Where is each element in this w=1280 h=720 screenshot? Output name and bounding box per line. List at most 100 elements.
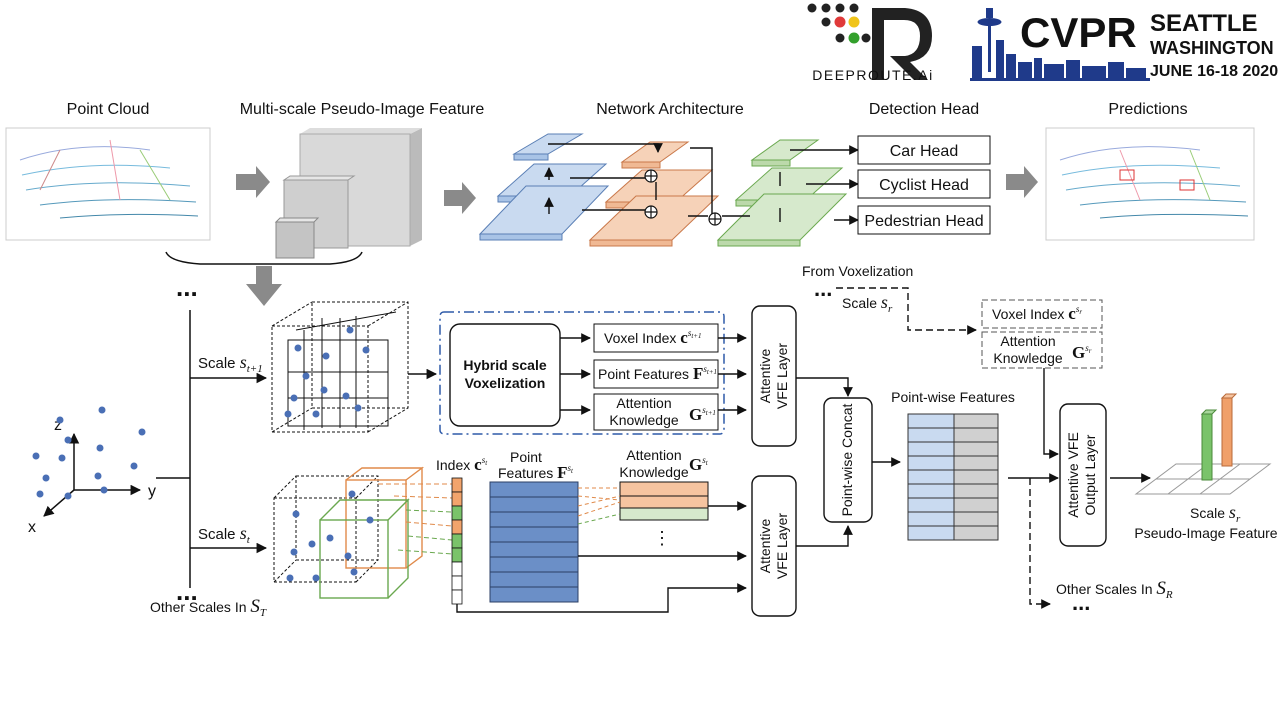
input-points <box>32 406 146 500</box>
bottom-ellipsis: ... <box>176 576 198 606</box>
from-voxelization-label: From Voxelization <box>802 263 913 279</box>
attention-r-to-output <box>1043 368 1059 459</box>
seattle-skyline-icon <box>970 8 1150 81</box>
car-head-box <box>857 135 991 165</box>
car-head-label: Car Head <box>890 143 958 160</box>
from-voxelization-line <box>836 287 977 335</box>
point-label: Point <box>510 449 542 465</box>
axis-x-label: x <box>28 519 36 536</box>
to-vfe-upper <box>718 333 747 415</box>
attention-vdots: ⋮ <box>653 528 671 548</box>
knowledge-label-lower: Knowledge <box>619 464 688 480</box>
mapping-lines <box>378 483 453 555</box>
pseudo-image-bars <box>1200 393 1238 481</box>
to-concat <box>796 377 901 547</box>
cvpr-logo: CVPR SEATTLE WASHINGTON JUNE 16-18 2020 <box>970 8 1278 81</box>
detection-heads: Car Head Cyclist Head Pedestrian Head <box>857 135 991 235</box>
voxel-index-box <box>593 323 719 353</box>
scale-t1-label: Scale st+1 <box>198 352 263 375</box>
hybrid-frame <box>439 311 725 435</box>
to-output <box>1008 473 1059 609</box>
point-wise-concat-box <box>823 397 873 523</box>
g-symbol-lower: Gst <box>689 455 709 474</box>
hybrid-outputs <box>560 333 591 415</box>
other-scales-t-label: Other Scales In ST <box>150 596 267 619</box>
logo-dots <box>807 3 871 44</box>
point-features-box <box>593 359 719 389</box>
knowledge-r-line: Knowledge <box>993 350 1062 366</box>
vfe-upper-label: AttentiveVFE Layer <box>757 343 790 409</box>
predictions-title: Predictions <box>1108 101 1187 118</box>
cvpr-state: WASHINGTON <box>1150 38 1274 58</box>
gray-down-arrow <box>246 266 282 306</box>
network-architecture-title: Network Architecture <box>596 101 744 118</box>
hybrid-label-1: Hybrid scale <box>463 357 546 373</box>
features-label: Features Fst <box>498 463 574 482</box>
voxel-index-r-text: Voxel Index csr <box>992 304 1082 323</box>
voxel-index-r-box <box>981 299 1103 329</box>
predictions-image <box>1045 127 1255 241</box>
cvpr-city: SEATTLE <box>1150 10 1258 37</box>
cyclist-head-box <box>857 169 991 199</box>
voxel-grid-lower <box>273 466 425 599</box>
attention-line: Attention <box>616 395 671 411</box>
g-symbol-r: Gsr <box>1072 343 1092 362</box>
vfe-output-label: Attentive VFEOutput Layer <box>1065 432 1098 518</box>
gray-arrow-1 <box>236 166 270 198</box>
network-architecture <box>478 133 859 247</box>
scale-r-label: Scale sr <box>842 292 893 315</box>
top-ellipsis: ... <box>176 272 198 302</box>
other-scales-r-label: Other Scales In SR <box>1056 578 1173 601</box>
axis-y-label: y <box>148 483 156 500</box>
attention-label-lower: Attention <box>626 447 681 463</box>
point-wise-concat-label: Point-wise Concat <box>839 403 855 516</box>
pedestrian-head-box <box>857 205 991 235</box>
deeproute-logo: DEEPROUTE.Ai <box>807 3 933 83</box>
cvpr-dates: JUNE 16-18 2020 <box>1150 63 1278 80</box>
other-scales-r-ellipsis: ... <box>1072 590 1090 615</box>
cyclist-head-label: Cyclist Head <box>879 177 969 194</box>
voxel-grid-upper <box>271 301 409 433</box>
scale-t-label: Scale st <box>198 523 251 546</box>
coordinate-axes <box>43 432 142 517</box>
voxel-points-upper <box>284 326 370 418</box>
attention-knowledge-box <box>593 393 719 431</box>
attention-r-line: Attention <box>1000 333 1055 349</box>
to-vfe-lower <box>456 501 747 613</box>
voxel-points-lower <box>286 490 374 582</box>
gray-arrow-2 <box>444 182 476 214</box>
g-symbol-upper: Gst+1 <box>689 405 716 424</box>
scale-branches <box>156 310 268 588</box>
knowledge-line: Knowledge <box>609 412 678 428</box>
attention-mapping <box>577 487 621 525</box>
logo-r-mark <box>872 8 932 80</box>
vfe-output-layer <box>1059 403 1107 547</box>
attention-matrix <box>619 481 709 521</box>
hybrid-voxelization-box <box>449 323 561 427</box>
hybrid-label-2: Voxelization <box>465 375 546 391</box>
point-wise-features-matrix <box>907 413 999 541</box>
axis-z-label: z <box>54 417 62 434</box>
cvpr-title: CVPR <box>1020 9 1137 56</box>
point-features-matrix <box>489 481 579 603</box>
point-features-text: Point Features Fst+1 <box>598 364 717 383</box>
point-wise-features-label: Point-wise Features <box>891 389 1015 405</box>
pseudo-image-feature-label: Pseudo-Image Feature <box>1134 525 1277 541</box>
vfe-lower-label: AttentiveVFE Layer <box>757 513 790 579</box>
pedestrian-head-label: Pedestrian Head <box>864 213 983 230</box>
point-cloud-image <box>5 127 211 241</box>
index-column <box>451 477 463 605</box>
vfe-layer-upper <box>751 305 797 447</box>
company-name: DEEPROUTE.Ai <box>812 67 933 83</box>
scale-r-output-label: Scale sr <box>1190 502 1241 525</box>
detection-head-title: Detection Head <box>869 101 979 118</box>
point-cloud-title: Point Cloud <box>67 101 150 118</box>
attention-r-box <box>981 331 1103 369</box>
brace <box>165 251 363 265</box>
voxel-index-text: Voxel Index cst+1 <box>604 328 702 347</box>
multi-scale-boxes <box>274 128 422 259</box>
gray-arrow-3 <box>1006 166 1038 198</box>
index-label: Index cst <box>436 455 488 474</box>
from-ellipsis: ... <box>814 276 832 301</box>
